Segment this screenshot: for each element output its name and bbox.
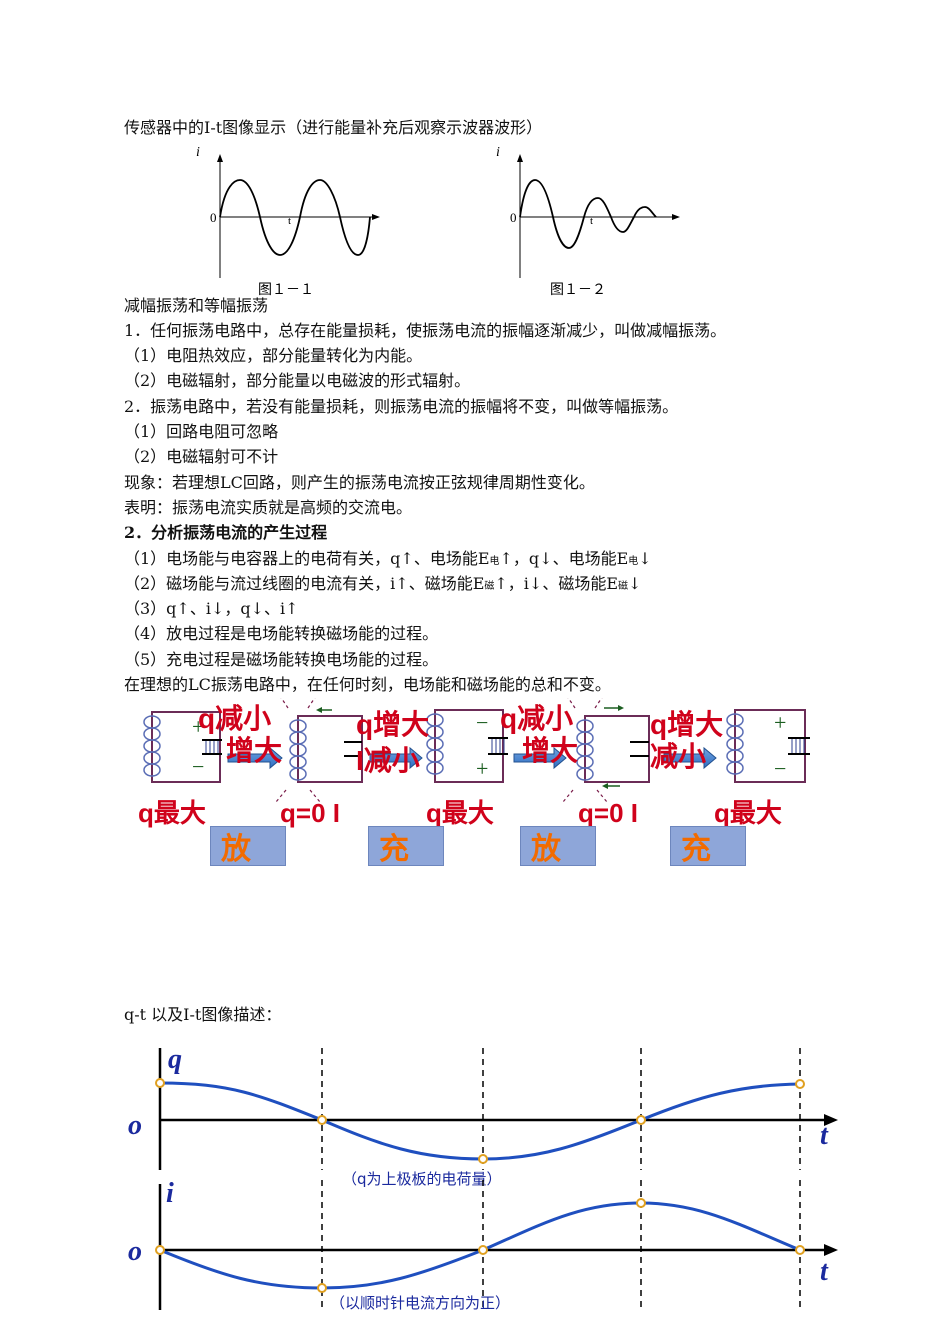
text-line-6: （2）电磁辐射可不计 xyxy=(124,447,279,466)
intro-text: 传感器中的I-t图像显示（进行能量补充后观察示波器波形） xyxy=(124,118,543,137)
i-axis-label: i xyxy=(166,1180,174,1209)
q-t-axis-label: t xyxy=(820,1120,829,1151)
label-q-zero-1: q=0 I xyxy=(280,798,340,828)
item-6: 在理想的LC振荡电路中，在任何时刻，电场能和磁场能的总和不变。 xyxy=(124,675,611,694)
figure-1-1: i 0 t 图１－１ xyxy=(196,145,380,298)
item-2: （2）磁场能与流过线圈的电流有关，i↑、磁场能E磁↑，i↓、磁场能E磁↓ xyxy=(124,574,642,593)
block-charge-2: 充 xyxy=(670,826,746,866)
label-increase-1: 增大 xyxy=(226,735,282,766)
block-discharge-1: 放 xyxy=(210,826,286,866)
q-t-graph: q o t （q为上极板的电荷量） xyxy=(128,1044,838,1188)
i-curve xyxy=(159,1201,801,1290)
label-q-increase-2: q增大 xyxy=(650,709,723,740)
text-line-5: （1）回路电阻可忽略 xyxy=(124,422,279,441)
q-origin-label: o xyxy=(128,1110,142,1141)
label-q-decrease-2: q减小 xyxy=(500,703,573,734)
fig1-y-label: i xyxy=(196,145,200,160)
svg-text:−: − xyxy=(476,710,488,735)
label-q-decrease-1: q减小 xyxy=(198,703,271,734)
label-q-zero-2: q=0 I xyxy=(578,798,638,828)
lc-circuit-5: + − xyxy=(726,709,810,783)
svg-text:+: + xyxy=(476,756,488,781)
graphs-title: q-t 以及I-t图像描述： xyxy=(124,1005,282,1024)
text-line-8: 表明：振荡电流实质就是高频的交流电。 xyxy=(124,498,413,517)
label-increase-2: 增大 xyxy=(522,735,578,766)
block-charge-1: 充 xyxy=(368,826,444,866)
label-q-max-1: q最大 xyxy=(138,798,206,828)
flow-arrow-4 xyxy=(663,746,717,770)
item-4: （4）放电过程是电场能转换磁场能的过程。 xyxy=(124,624,439,643)
lc-oscillation-diagram: + − − + xyxy=(138,698,810,828)
text-line-2: （1）电阻热效应，部分能量转化为内能。 xyxy=(124,346,423,365)
lc-circuit-4 xyxy=(562,698,650,803)
svg-text:−: − xyxy=(192,754,204,779)
label-i-decrease: I减小 xyxy=(356,745,420,776)
label-decrease: 减小 xyxy=(650,741,706,772)
heading-process: 2．分析振荡电流的产生过程 xyxy=(124,523,328,542)
q-axis-label: q xyxy=(168,1044,182,1075)
label-q-max-3: q最大 xyxy=(714,798,782,828)
fig2-caption: 图１－２ xyxy=(550,283,606,298)
q-caption: （q为上极板的电荷量） xyxy=(342,1170,502,1188)
item-5: （5）充电过程是磁场能转换电场能的过程。 xyxy=(124,650,439,669)
svg-text:+: + xyxy=(192,714,204,739)
fig1-wave xyxy=(219,179,371,256)
text-line-4: 2．振荡电路中，若没有能量损耗，则振荡电流的振幅将不变，叫做等幅振荡。 xyxy=(124,397,679,416)
fig1-t-mark: t xyxy=(288,215,291,227)
fig1-caption: 图１－１ xyxy=(258,283,314,298)
text-line-7: 现象：若理想LC回路，则产生的振荡电流按正弦规律周期性变化。 xyxy=(124,473,595,492)
fig2-wave xyxy=(519,179,657,249)
fig2-origin: 0 xyxy=(510,210,517,225)
fig2-y-label: i xyxy=(496,145,500,160)
text-line-1: 1．任何振荡电路中，总存在能量损耗，使振荡电流的振幅逐渐减少，叫做减幅振荡。 xyxy=(124,321,727,340)
item-1: （1）电场能与电容器上的电荷有关，q↑、电场能E电↑，q↓、电场能E电↓ xyxy=(124,549,652,568)
figure-1-2: i 0 t 图１－２ xyxy=(496,145,680,298)
label-q-max-2: q最大 xyxy=(426,798,494,828)
fig2-t-mark: t xyxy=(590,215,593,227)
lc-circuit-1: + − xyxy=(143,711,222,783)
i-origin-label: o xyxy=(128,1236,142,1267)
flow-arrow-3 xyxy=(513,746,567,770)
i-t-graph: i o t （以顺时针电流方向为正） xyxy=(128,1180,838,1312)
svg-text:−: − xyxy=(774,756,786,781)
fig1-origin: 0 xyxy=(210,210,217,225)
i-caption: （以顺时针电流方向为正） xyxy=(330,1294,510,1312)
svg-text:+: + xyxy=(774,710,786,735)
flow-arrow-1 xyxy=(227,746,283,770)
flow-arrow-2 xyxy=(369,746,423,770)
lc-circuit-3: − + xyxy=(426,709,508,783)
lc-circuit-2 xyxy=(275,698,363,803)
item-3: （3）q↑、i↓，q↓、i↑ xyxy=(124,599,299,618)
text-line-3: （2）电磁辐射，部分能量以电磁波的形式辐射。 xyxy=(124,371,471,390)
i-t-axis-label: t xyxy=(820,1256,829,1287)
label-q-increase-1: q增大 xyxy=(356,709,429,740)
heading-damped: 减幅振荡和等幅振荡 xyxy=(124,296,269,315)
block-discharge-2: 放 xyxy=(520,826,596,866)
